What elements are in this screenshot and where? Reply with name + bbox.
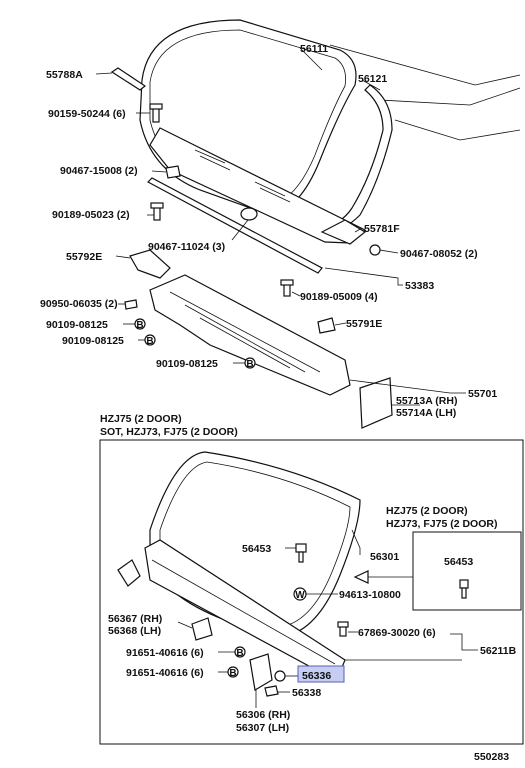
label-56121: 56121 (358, 73, 387, 85)
label-56336: 56336 (302, 670, 331, 682)
label-90109-08125-b: 90109-08125 (62, 335, 124, 347)
label-55792e: 55792E (66, 251, 102, 263)
label-56306: 56306 (RH) (236, 709, 290, 721)
dash-panel-55701-part[interactable] (149, 274, 351, 396)
leader-lines-lower (177, 529, 478, 708)
label-56301: 56301 (370, 551, 399, 563)
lower-section-frame (99, 439, 524, 745)
cushion-56338-part[interactable] (264, 685, 279, 697)
model-heading-1: HZJ75 (2 DOOR) (100, 413, 182, 425)
inset-frame (412, 531, 522, 611)
label-90467-15008: 90467-15008 (2) (60, 165, 138, 177)
b-marker: B (144, 334, 156, 347)
plug-90950-part[interactable] (124, 299, 138, 310)
label-55713a: 55713A (RH) (396, 395, 457, 407)
model-heading-2: SOT, HZJ73, FJ75 (2 DOOR) (100, 426, 238, 438)
label-55714a: 55714A (LH) (396, 407, 456, 419)
svg-text:B: B (246, 359, 253, 370)
molding-56211b-inner (151, 559, 336, 665)
svg-text:B: B (136, 320, 143, 331)
clip-55791e-part[interactable] (317, 317, 336, 334)
label-55781f: 55781F (364, 223, 400, 235)
label-90467-11024: 90467-11024 (3) (148, 241, 225, 253)
label-91651-40616-a: 91651-40616 (6) (126, 647, 204, 659)
cap-56336-part[interactable] (274, 670, 286, 682)
stop-56306-part[interactable] (249, 653, 273, 691)
label-55788a: 55788A (46, 69, 83, 81)
label-90109-08125-a: 90109-08125 (46, 319, 108, 331)
label-56111: 56111 (300, 43, 328, 55)
b-marker: B (227, 666, 239, 679)
clip-55788a-part[interactable] (110, 67, 147, 91)
screw-90189-05023-part[interactable] (150, 202, 164, 221)
label-55791e: 55791E (346, 318, 382, 330)
screw-67869-part[interactable] (337, 621, 349, 637)
inset-heading-1: HZJ75 (2 DOOR) (386, 505, 468, 517)
label-56307: 56307 (LH) (236, 722, 289, 734)
label-56367: 56367 (RH) (108, 613, 162, 625)
latch-left-part[interactable] (117, 559, 141, 587)
label-90189-05023: 90189-05023 (2) (52, 209, 130, 221)
panel-55781f-part[interactable] (320, 219, 367, 245)
arrow-icon (353, 570, 413, 584)
w-marker: W (293, 587, 307, 601)
label-94613-10800: 94613-10800 (339, 589, 401, 601)
label-90189-05009: 90189-05009 (4) (300, 291, 378, 303)
svg-text:W: W (295, 590, 305, 601)
inset-label-56453: 56453 (444, 556, 473, 568)
seal-53383-part[interactable] (147, 177, 323, 274)
diagram-number: 550283 (474, 751, 509, 763)
label-91651-40616-b: 91651-40616 (6) (126, 667, 204, 679)
screw-90189-05009-part[interactable] (280, 279, 294, 297)
clip-90467-15008-part[interactable] (165, 165, 181, 179)
label-90159-50244: 90159-50244 (6) (48, 108, 126, 120)
b-marker: B (134, 318, 146, 331)
inset-clip-56453-part[interactable] (459, 579, 469, 599)
label-90109-08125-c: 90109-08125 (156, 358, 218, 370)
label-56338: 56338 (292, 687, 321, 699)
hinge-56367-part[interactable] (191, 617, 213, 641)
bracket-55713a-part[interactable] (359, 377, 393, 429)
inset-heading-2: HZJ73, FJ75 (2 DOOR) (386, 518, 497, 530)
svg-text:B: B (229, 668, 236, 679)
label-90950-06035: 90950-06035 (2) (40, 298, 118, 310)
b-marker: B (244, 357, 256, 370)
label-56211b: 56211B (480, 645, 517, 657)
grommet-90467-11024-part[interactable] (240, 207, 258, 221)
label-67869-30020: 67869-30020 (6) (358, 627, 436, 639)
svg-text:B: B (236, 648, 243, 659)
leader-lines-upper (95, 47, 466, 406)
bracket-55792e-part[interactable] (129, 249, 171, 279)
screw-90159-part[interactable] (149, 103, 163, 123)
label-56453: 56453 (242, 543, 271, 555)
body-outline (329, 44, 521, 141)
b-marker: B (234, 646, 246, 659)
label-90467-08052: 90467-08052 (2) (400, 248, 478, 260)
label-56368: 56368 (LH) (108, 625, 161, 637)
highlighted-part-56336[interactable]: 56336 (297, 665, 345, 683)
label-55701: 55701 (468, 388, 497, 400)
label-53383: 53383 (405, 280, 434, 292)
svg-text:B: B (146, 336, 153, 347)
clip-90467-08052-part[interactable] (369, 244, 381, 256)
cowl-louver[interactable] (149, 127, 367, 244)
